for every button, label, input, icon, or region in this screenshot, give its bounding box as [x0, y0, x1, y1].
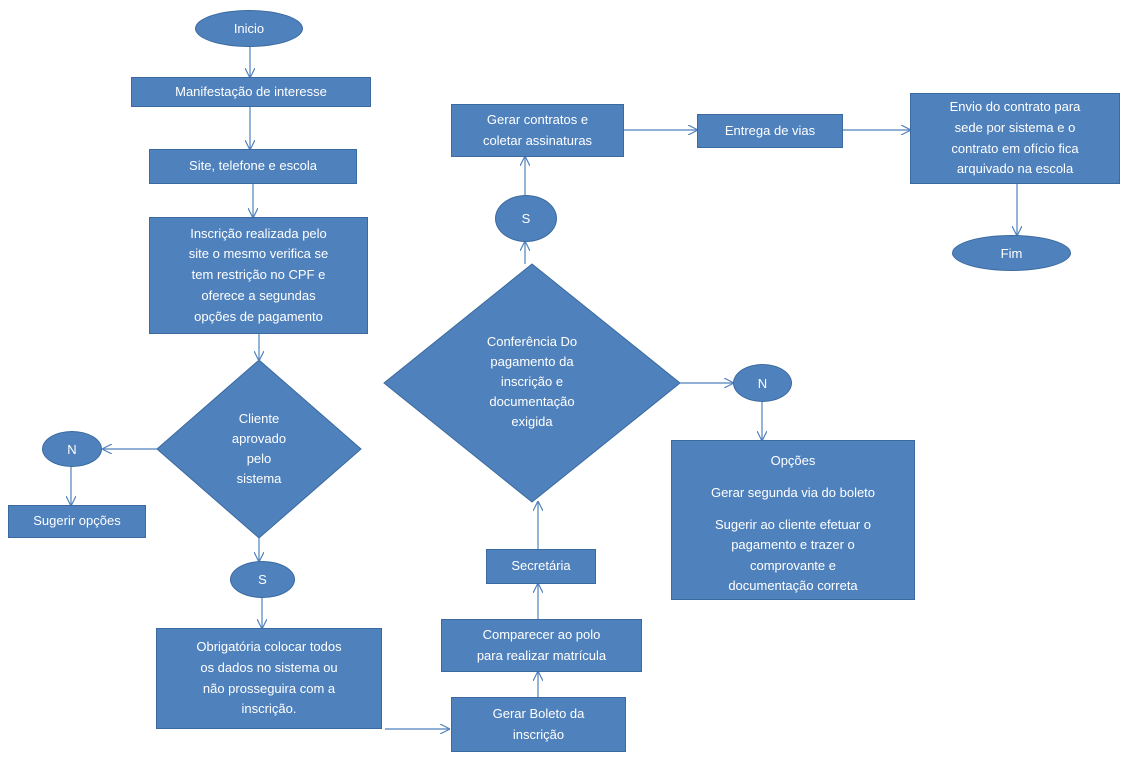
connector-n-mid: N — [733, 364, 792, 402]
connectors — [71, 47, 1017, 729]
options-title: Opções — [770, 453, 816, 468]
connector-s-mid: S — [495, 195, 557, 242]
connector-s-left: S — [230, 561, 295, 598]
options-line-2: Sugerir ao cliente efetuar o pagamento e… — [714, 517, 872, 593]
process-envio: Envio do contrato para sede por sistema … — [910, 93, 1120, 184]
process-inscricao: Inscrição realizada pelo site o mesmo ve… — [149, 217, 368, 334]
process-sugerir: Sugerir opções — [8, 505, 146, 538]
options-line-1: Gerar segunda via do boleto — [710, 485, 876, 501]
connector-n-left: N — [42, 431, 102, 467]
start-node: Inicio — [195, 10, 303, 47]
decision-cliente-aprovado: Cliente aprovado pelo sistema — [231, 410, 287, 487]
process-contratos: Gerar contratos e coletar assinaturas — [451, 104, 624, 157]
options-box: Opções Gerar segunda via do boleto Suger… — [671, 440, 915, 600]
process-manifestacao: Manifestação de interesse — [131, 77, 371, 107]
decision-conferencia: Conferência Do pagamento da inscrição e … — [486, 333, 578, 430]
decision-conferencia-shape — [383, 263, 681, 503]
process-boleto: Gerar Boleto da inscrição — [451, 697, 626, 752]
process-comparecer: Comparecer ao polo para realizar matrícu… — [441, 619, 642, 672]
process-obrigatoria: Obrigatória colocar todos os dados no si… — [156, 628, 382, 729]
process-secretaria: Secretária — [486, 549, 596, 584]
process-entrega: Entrega de vias — [697, 114, 843, 148]
end-node: Fim — [952, 235, 1071, 271]
process-canais: Site, telefone e escola — [149, 149, 357, 184]
